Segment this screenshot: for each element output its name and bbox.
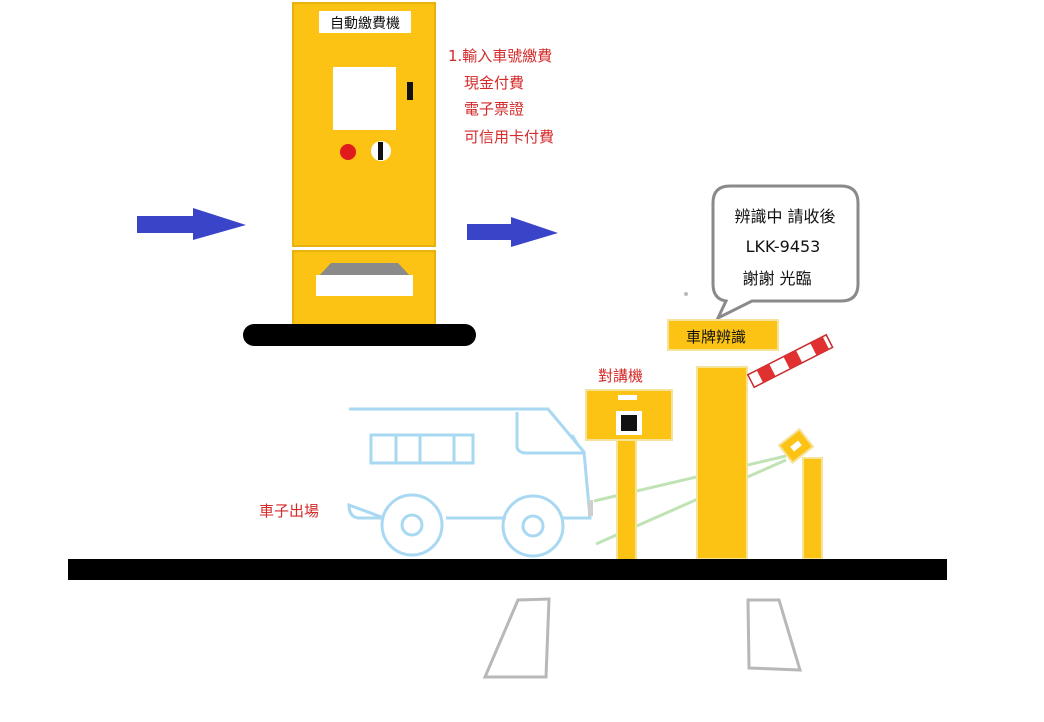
kiosk-title-plate bbox=[319, 11, 411, 33]
sensor-head bbox=[777, 427, 815, 465]
kiosk-payment-steps: 1.輸入車號繳費 現金付費 電子票證 可信用卡付費 bbox=[448, 47, 554, 146]
kiosk-screen bbox=[333, 67, 396, 130]
dot-decoration bbox=[684, 292, 688, 296]
bubble-line-1: 辨識中 請收後 bbox=[734, 207, 835, 226]
barrier-arm bbox=[746, 333, 834, 389]
kiosk-step-1: 1.輸入車號繳費 bbox=[448, 47, 552, 65]
car-tail-light bbox=[588, 500, 593, 516]
lpr-sign bbox=[667, 319, 779, 351]
flow-arrow-in bbox=[137, 208, 246, 240]
kiosk-base bbox=[243, 324, 476, 346]
kiosk-coin-slot-bar bbox=[378, 142, 383, 160]
bubble-line-3: 謝謝 光臨 bbox=[742, 269, 811, 288]
kiosk-card-slot bbox=[407, 82, 413, 100]
ground-line bbox=[68, 559, 947, 580]
car-exit-label: 車子出場 bbox=[259, 502, 319, 520]
intercom-unit bbox=[585, 389, 673, 561]
lpr-gate: 車牌辨識 bbox=[667, 319, 834, 560]
intercom-label: 對講機 bbox=[598, 367, 643, 385]
lpr-post bbox=[696, 366, 748, 560]
intercom-top-slot bbox=[618, 395, 637, 400]
kiosk-red-button bbox=[340, 144, 356, 160]
kiosk-title: 自動繳費機 bbox=[330, 16, 400, 32]
car-outline bbox=[347, 407, 592, 558]
kiosk-step-2: 現金付費 bbox=[464, 74, 524, 92]
lpr-speech-bubble: 辨識中 請收後 LKK-9453 謝謝 光臨 bbox=[711, 184, 860, 322]
kiosk-step-3: 電子票證 bbox=[464, 100, 524, 118]
payment-kiosk: 自動繳費機 bbox=[243, 2, 476, 346]
sensor-post bbox=[802, 457, 823, 560]
kiosk-step-4: 可信用卡付費 bbox=[464, 128, 554, 146]
lpr-sign-label: 車牌辨識 bbox=[686, 328, 746, 346]
bubble-plate-number: LKK-9453 bbox=[746, 237, 821, 256]
flow-arrow-out bbox=[467, 217, 558, 247]
road-markings bbox=[482, 597, 803, 679]
kiosk-ticket-tray bbox=[316, 275, 413, 296]
